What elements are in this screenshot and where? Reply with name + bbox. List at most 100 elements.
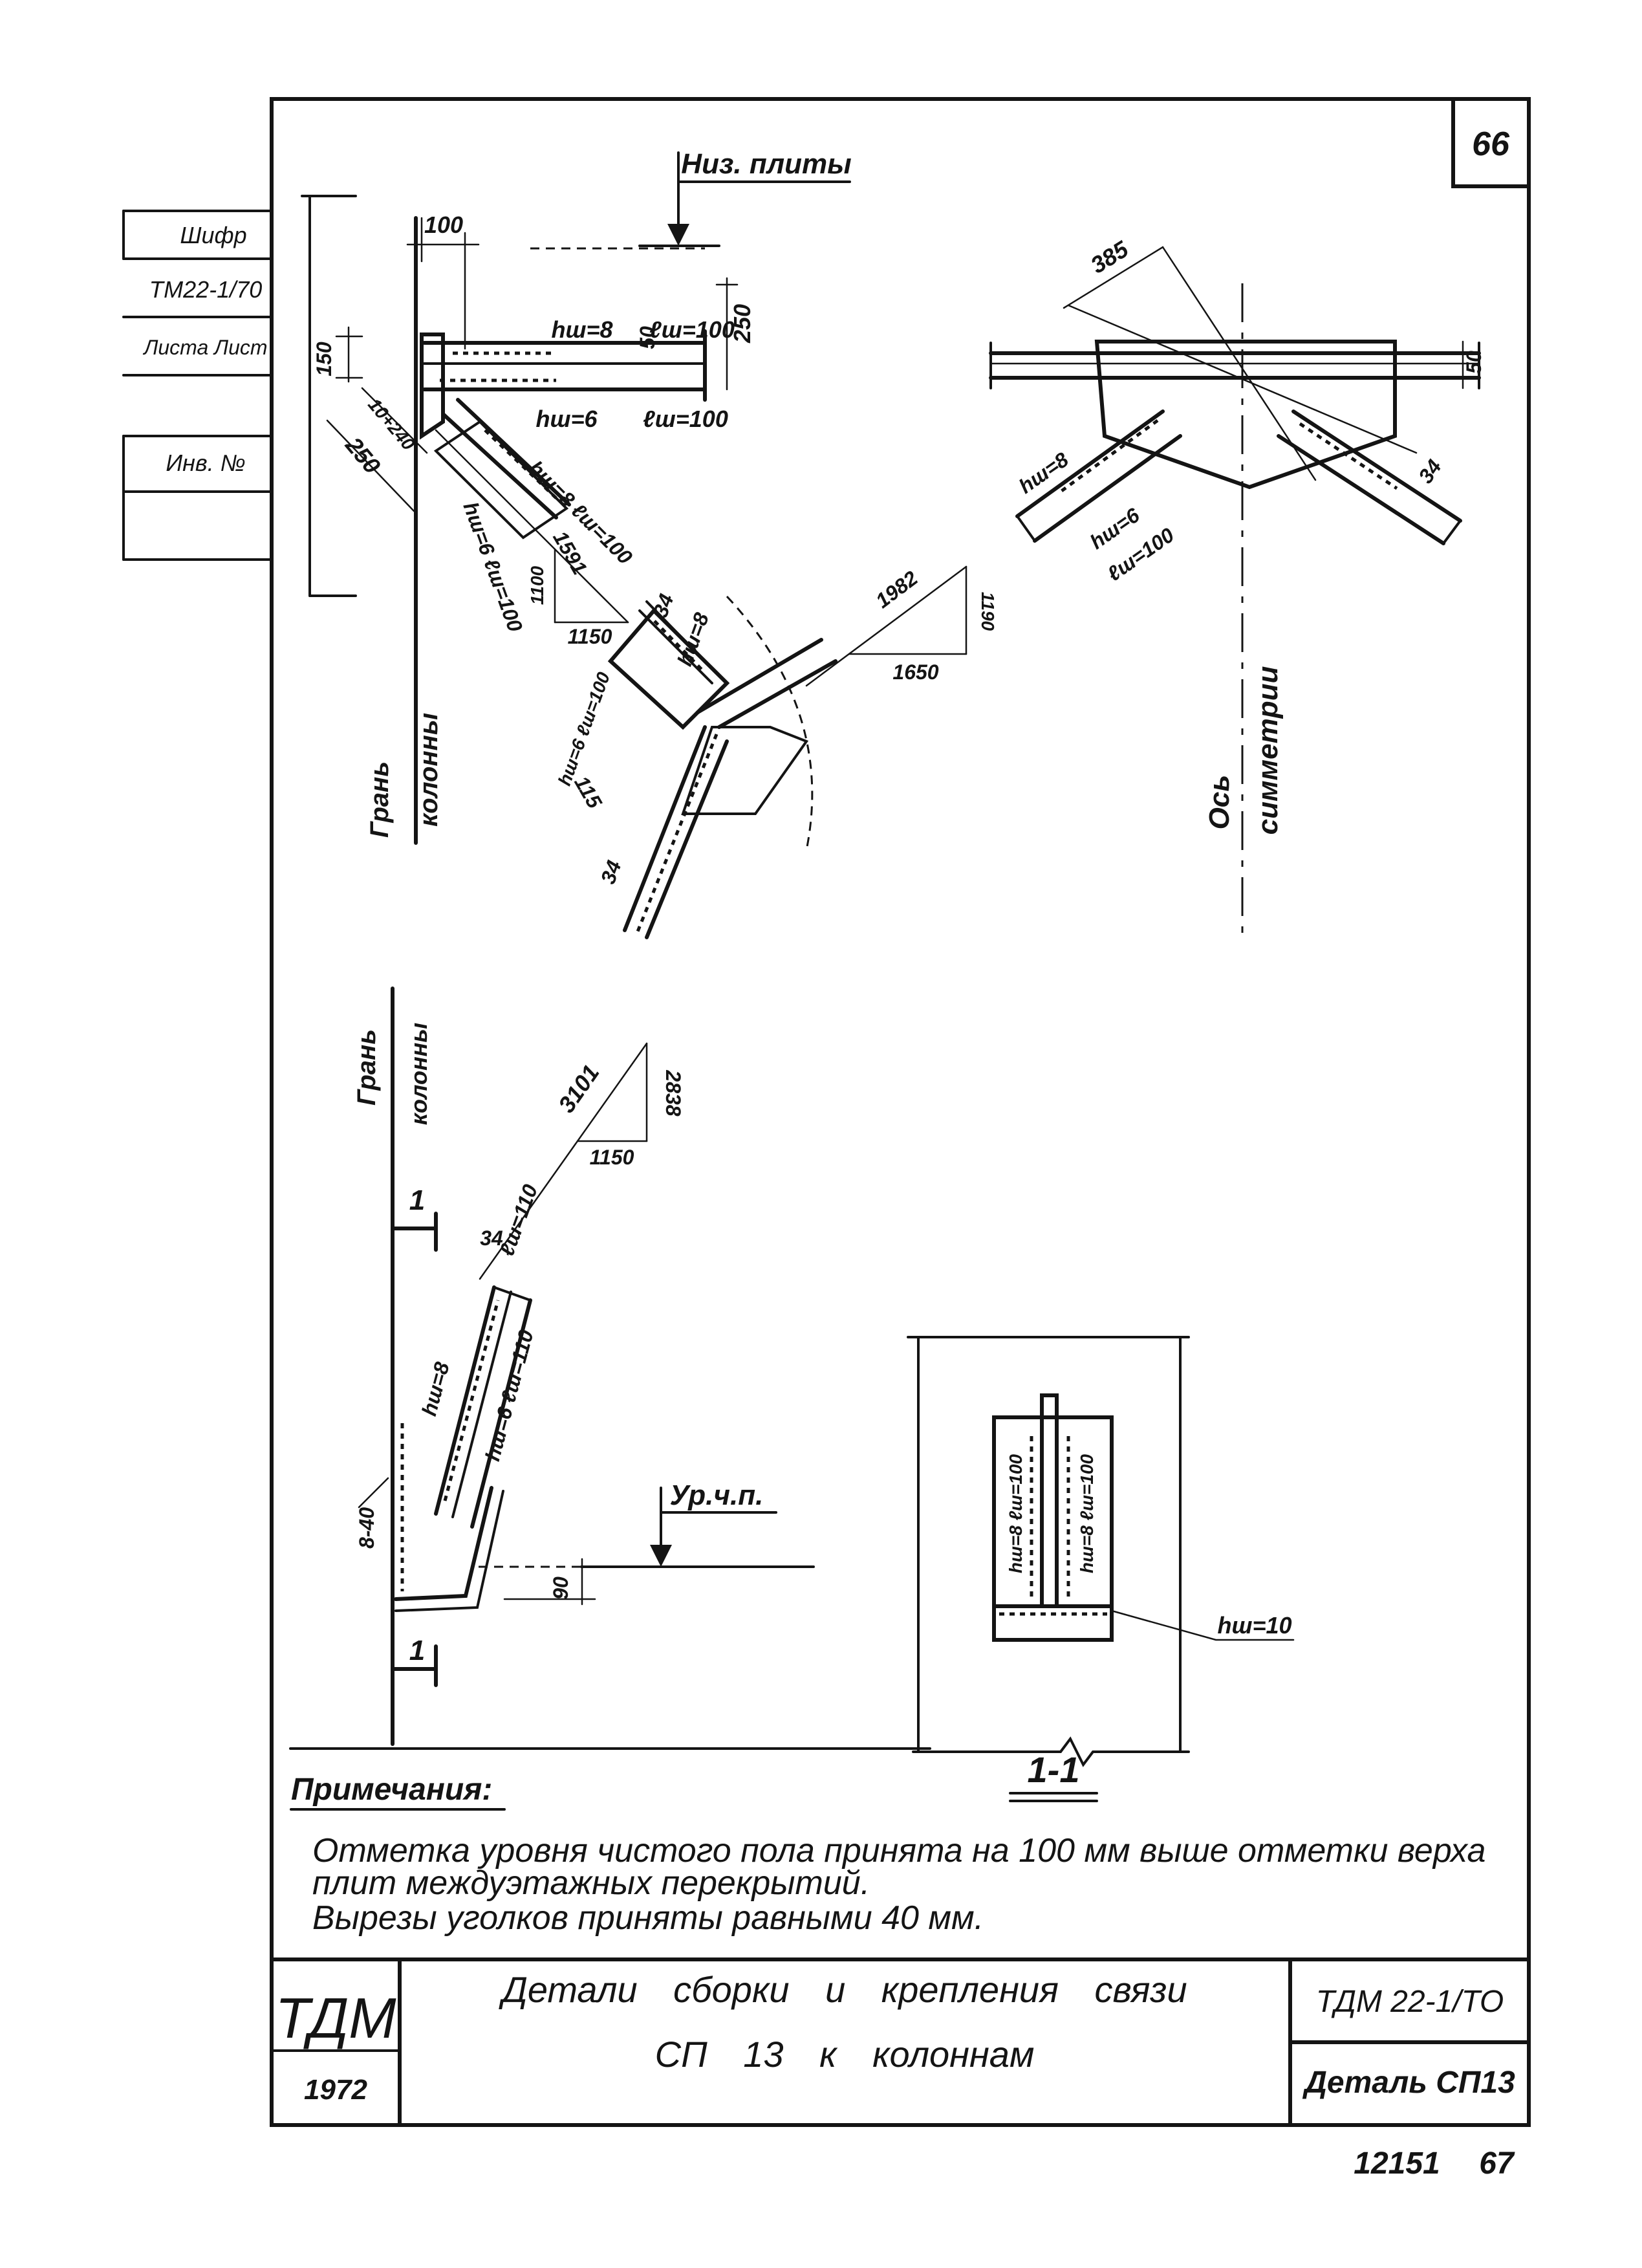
side-stamp-cipher: Шифр — [180, 222, 246, 248]
dim-label: 50 — [636, 326, 659, 349]
weld-mark — [1299, 422, 1398, 490]
slope-line — [479, 1042, 648, 1280]
gusset-plate — [607, 607, 730, 730]
node-top-left: 100 Низ. плиты 150 hш=8 50 ℓш=100 250 hш… — [301, 148, 998, 939]
side-stamp-album: ТМ22-1/70 — [149, 276, 262, 303]
axis-line — [1161, 246, 1317, 481]
brace-edge — [717, 659, 837, 729]
side-stamp: Шифр ТМ22-1/70 Листа Лист Инв. № — [122, 210, 273, 561]
axis-label: Ось — [1204, 775, 1235, 830]
brace-edge — [623, 725, 707, 932]
cut-depth-leader — [358, 1477, 389, 1509]
brace-edge — [696, 638, 823, 714]
weld-label: hш=6 — [535, 406, 598, 432]
dashed-arc — [726, 595, 814, 851]
notes-line-2: плит междуэтажных перекрытий. — [312, 1864, 870, 1902]
slope-label: 1650 — [892, 660, 938, 684]
dim-label: 8-40 — [355, 1507, 378, 1549]
weld-mark — [634, 734, 718, 935]
section-title: 1-1 — [1028, 1749, 1080, 1790]
axis-label: симметрии — [1252, 666, 1284, 835]
brace-plate — [433, 420, 569, 540]
drawing-code: ТДМ 22-1/ТО — [1316, 1985, 1504, 2019]
column-face-label: Грань — [352, 1029, 381, 1106]
brace-edge — [451, 1291, 512, 1518]
angle-edge — [638, 609, 713, 684]
side-stamp-inv: Инв. № — [166, 450, 245, 476]
dim-label: 34 — [480, 1227, 503, 1250]
angle-edge — [1033, 434, 1182, 543]
drawing-frame: 66 — [270, 97, 1531, 2127]
weld-label: hш=6 ℓш=100 — [459, 499, 527, 635]
detail-name: Деталь СП13 — [1302, 2066, 1515, 2100]
weld-leader — [1110, 1609, 1295, 1641]
angle-edge — [1015, 409, 1165, 518]
weld-label: hш=6 ℓш=100 — [554, 670, 614, 789]
notes-heading: Примечания: — [291, 1772, 492, 1807]
column-face-label: колонны — [405, 1023, 432, 1126]
weld-label: hш=8 — [551, 316, 612, 343]
slope-line — [805, 565, 967, 687]
angle-edge — [1277, 434, 1445, 545]
floor-arrow-head — [650, 1545, 672, 1567]
section-center-plate — [1040, 1393, 1059, 1608]
slope-label: 1190 — [978, 592, 998, 631]
dim-label: 385 — [1086, 235, 1133, 279]
weld-mark — [1059, 419, 1159, 494]
slope-label: 2838 — [662, 1069, 685, 1116]
angle-end — [1442, 519, 1462, 545]
dim-label: 34 — [1414, 455, 1446, 488]
brace-end — [493, 1286, 532, 1302]
floor-level-label: Ур.ч.п. — [670, 1479, 764, 1511]
page-number: 67 — [1479, 2146, 1515, 2181]
weld-label: hш=8 — [673, 609, 713, 669]
drawing-year: 1972 — [304, 2074, 367, 2106]
dim-label: 250 — [340, 431, 386, 479]
org-logo: ТДМ — [275, 1986, 396, 2050]
dim-line — [326, 419, 415, 512]
gusset-plate — [1094, 340, 1397, 490]
node-plate — [420, 333, 445, 440]
slope-label: 1150 — [568, 625, 612, 648]
axis-line — [1067, 304, 1418, 454]
node-right: 385 50 hш=8 hш=6 ℓш=100 34 Ось симметрии — [989, 235, 1485, 937]
notes: Примечания: Отметка уровня чистого пола … — [290, 1772, 1485, 1937]
footer: 12151 67 — [1354, 2146, 1515, 2181]
dim-label: 150 — [312, 342, 336, 376]
dim-label: 34 — [596, 857, 626, 887]
dim-label: 90 — [549, 1576, 572, 1600]
sheet-number-box — [1451, 97, 1531, 188]
dim-label: 34 — [649, 591, 678, 620]
weld-label: hш=10 — [1217, 1612, 1291, 1639]
dim-line — [1063, 246, 1164, 309]
slope-label: 3101 — [553, 1060, 605, 1117]
weld-mark — [653, 620, 706, 674]
side-stamp-sheet: Листа Лист — [142, 336, 267, 359]
brace-edge — [434, 1285, 496, 1516]
cut-mark-label: 1 — [409, 1184, 425, 1216]
column-face-label: колонны — [415, 713, 443, 827]
section-angle — [992, 1415, 1114, 1642]
weld-length-label: ℓш=100 — [643, 406, 728, 432]
weld-label: hш=8 ℓш=100 — [1077, 1454, 1097, 1574]
column-face-label: Грань — [365, 761, 394, 838]
weld-label: hш=6 ℓш=110 — [481, 1327, 538, 1463]
drawing-title-line-1: Детали сборки и крепления связи — [498, 1969, 1187, 2010]
frame-border — [270, 97, 1531, 2127]
dim-label: 50 — [1462, 351, 1485, 374]
slope-label: 1150 — [590, 1146, 634, 1169]
weld-mark — [443, 1300, 500, 1501]
bent-plate — [394, 1490, 504, 1612]
weld-label: hш=8 — [417, 1359, 454, 1418]
dim-line — [361, 387, 428, 454]
gusset-plate — [681, 726, 809, 815]
sheet-number: 66 — [1472, 125, 1510, 163]
brace-edge — [456, 398, 571, 507]
slab-arrow-head — [667, 224, 689, 246]
section-1-1: hш=8 ℓш=100 hш=8 ℓш=100 hш=10 1-1 — [907, 1336, 1295, 1802]
notes-line-1: Отметка уровня чистого пола принята на 1… — [312, 1832, 1485, 1870]
inventory-number: 12151 — [1354, 2146, 1440, 2181]
notes-line-3: Вырезы уголков приняты равными 40 мм. — [312, 1899, 984, 1937]
weld-length-label: ℓш=100 — [649, 316, 735, 343]
